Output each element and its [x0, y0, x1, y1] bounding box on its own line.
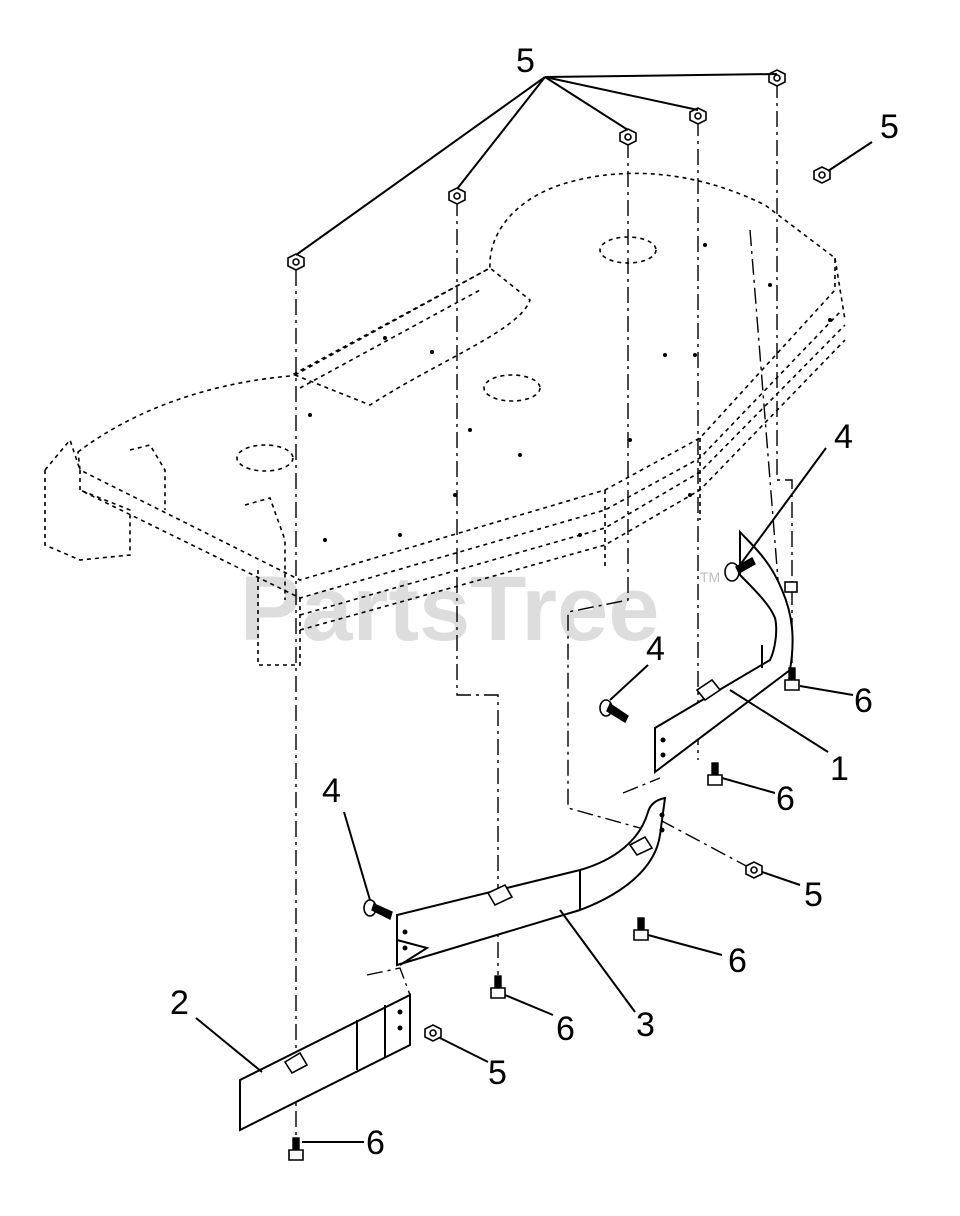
callout-bolt-1: 4	[834, 418, 853, 456]
callout-screw-5: 6	[366, 1124, 385, 1162]
callout-nut-low: 5	[488, 1054, 507, 1092]
baffle-part-1	[654, 529, 794, 775]
mower-deck-outline	[44, 172, 846, 666]
leader-lines	[195, 73, 873, 1143]
callout-bolt-3: 4	[322, 772, 341, 810]
callout-nuts-top: 5	[516, 42, 535, 80]
callout-screw-3: 6	[728, 942, 747, 980]
callout-screw-4: 6	[556, 1010, 575, 1048]
callout-labels: 5 5 4 4 4 6 6 6 6 6 1 2 3 5 5	[170, 42, 899, 1162]
watermark-text: PartsTree	[240, 558, 659, 660]
baffle-part-2	[239, 993, 411, 1132]
callout-nut-right: 5	[880, 108, 899, 146]
screw-hardware	[288, 667, 800, 1161]
baffle-part-3	[396, 796, 667, 967]
callout-baffle-2: 2	[170, 984, 189, 1022]
callout-baffle-1: 1	[830, 750, 849, 788]
callout-screw-1: 6	[854, 682, 873, 720]
watermark-tm: TM	[700, 569, 720, 585]
deck-holes	[308, 243, 832, 542]
callout-nut-mid: 5	[804, 876, 823, 914]
watermark: PartsTree TM	[240, 558, 720, 660]
callout-bolt-2: 4	[646, 630, 665, 668]
callout-screw-2: 6	[776, 780, 795, 818]
bolt-hardware	[363, 557, 756, 921]
alignment-lines	[295, 82, 793, 1140]
callout-baffle-3: 3	[636, 1006, 655, 1044]
